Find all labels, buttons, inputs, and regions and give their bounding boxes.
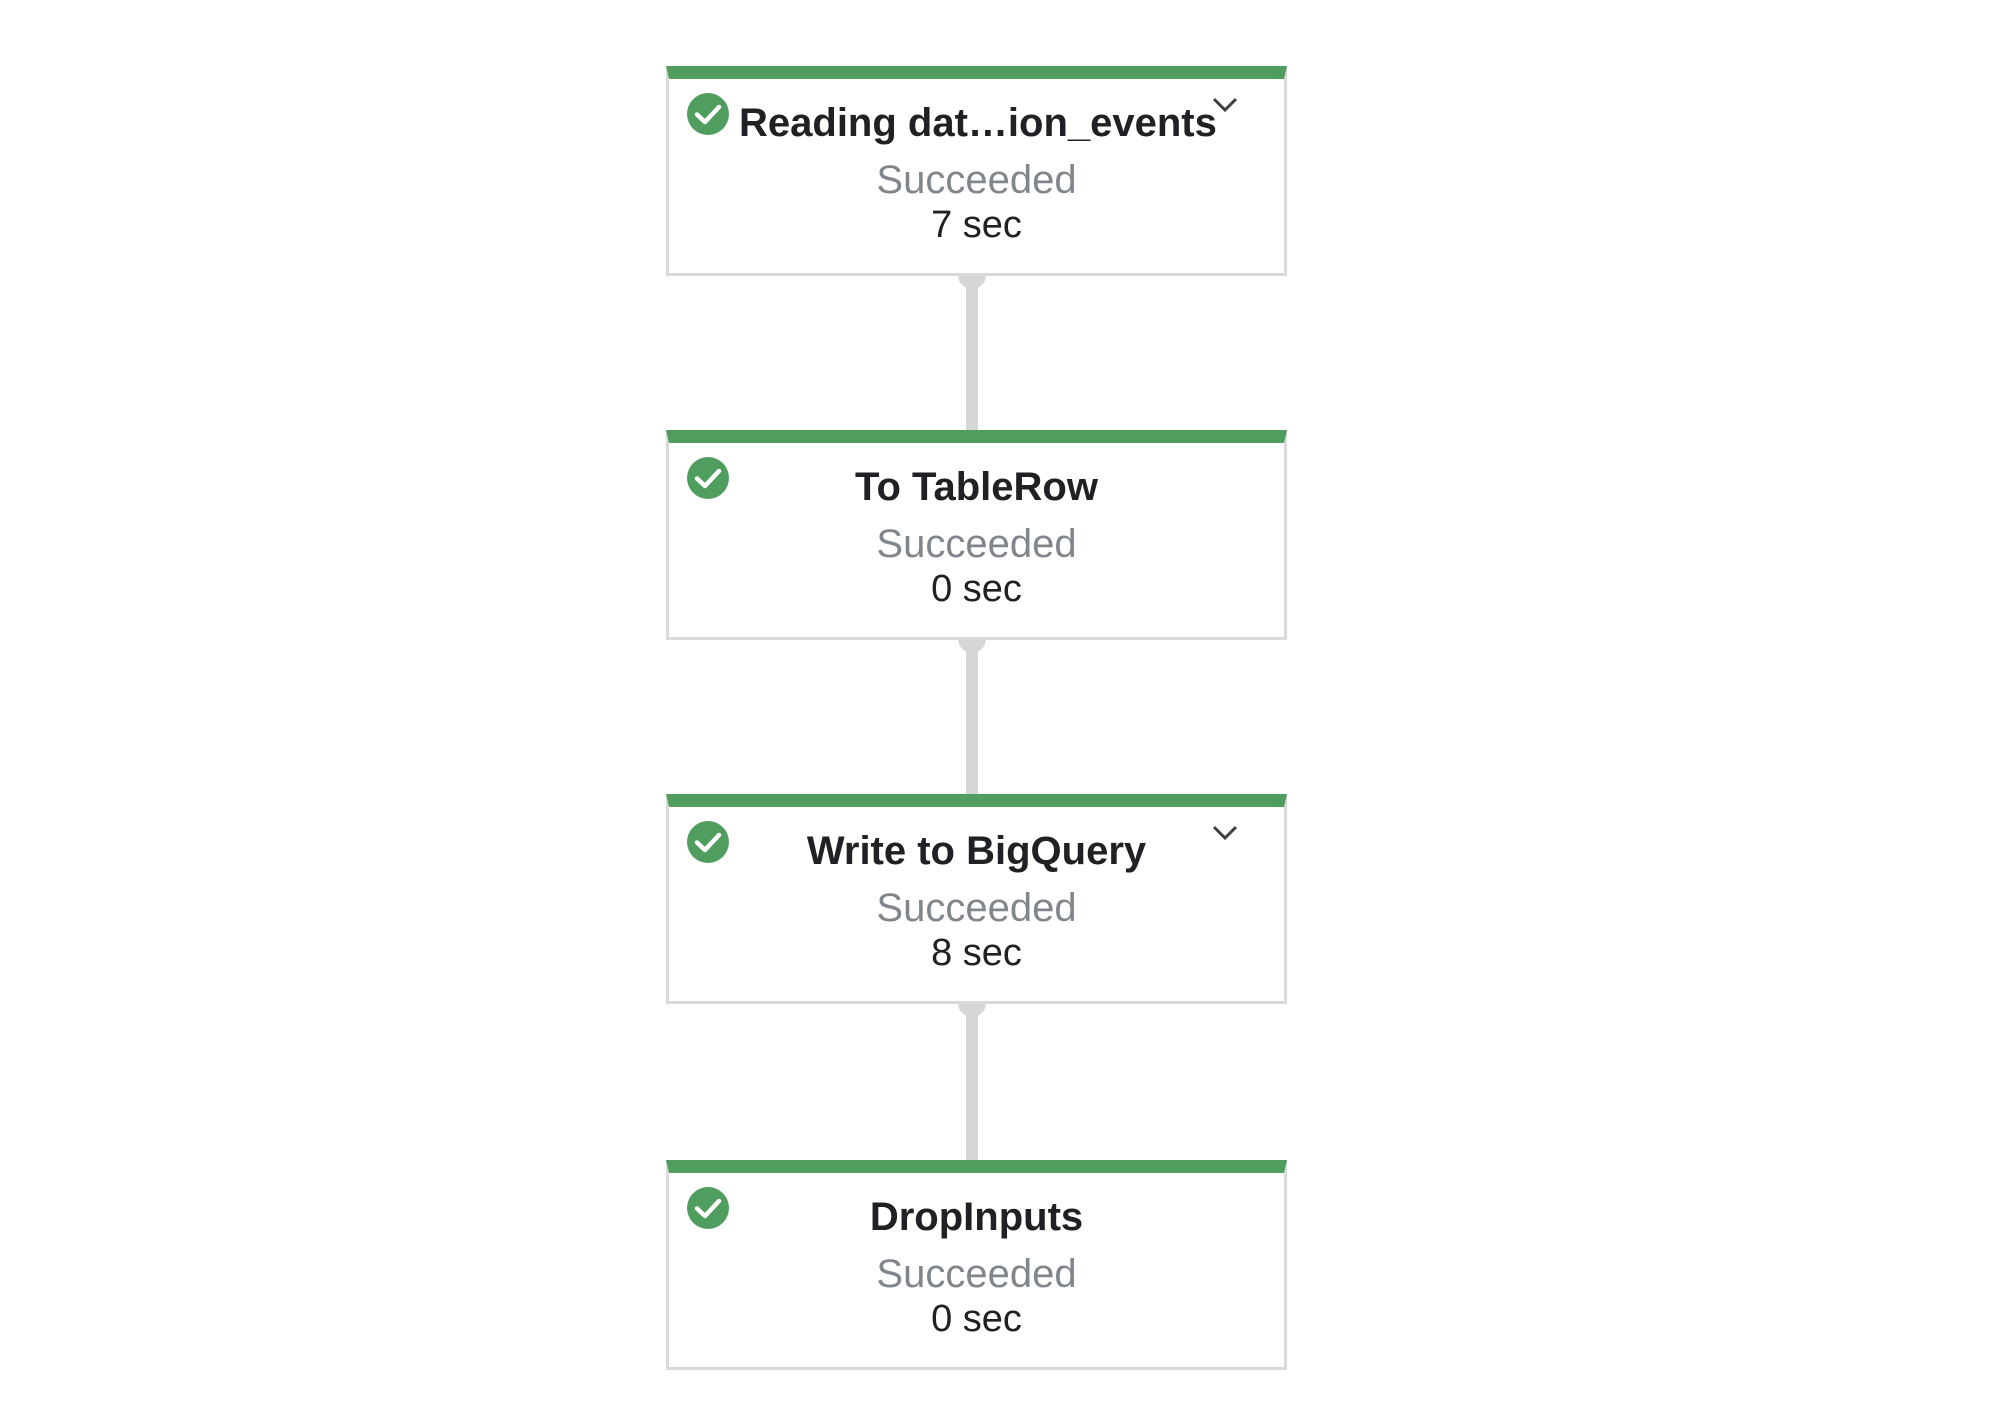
step-name: Write to BigQuery — [806, 829, 1147, 873]
step-node-to-tablerow[interactable]: To TableRow Succeeded 0 sec — [666, 430, 1287, 640]
step-connector — [958, 639, 986, 795]
chevron-down-icon[interactable] — [1210, 817, 1240, 847]
step-duration: 0 sec — [931, 568, 1022, 610]
chevron-down-icon[interactable] — [1210, 89, 1240, 119]
step-status: Succeeded — [876, 886, 1077, 930]
step-node-reading-data[interactable]: Reading dat…ion_events Succeeded 7 sec — [666, 66, 1287, 276]
step-duration: 8 sec — [931, 932, 1022, 974]
step-status: Succeeded — [876, 522, 1077, 566]
check-circle-icon — [687, 93, 729, 135]
step-status: Succeeded — [876, 1252, 1077, 1296]
step-node-write-to-bigquery[interactable]: Write to BigQuery Succeeded 8 sec — [666, 794, 1287, 1004]
step-status: Succeeded — [876, 158, 1077, 202]
step-duration: 0 sec — [931, 1298, 1022, 1340]
step-connector — [958, 275, 986, 431]
step-node-dropinputs[interactable]: DropInputs Succeeded 0 sec — [666, 1160, 1287, 1370]
check-circle-icon — [687, 457, 729, 499]
step-duration: 7 sec — [931, 204, 1022, 246]
step-connector — [958, 1003, 986, 1164]
check-circle-icon — [687, 1187, 729, 1229]
check-circle-icon — [687, 821, 729, 863]
step-name: Reading dat…ion_events — [739, 101, 1217, 145]
step-name: To TableRow — [855, 465, 1098, 509]
step-name: DropInputs — [869, 1195, 1084, 1239]
